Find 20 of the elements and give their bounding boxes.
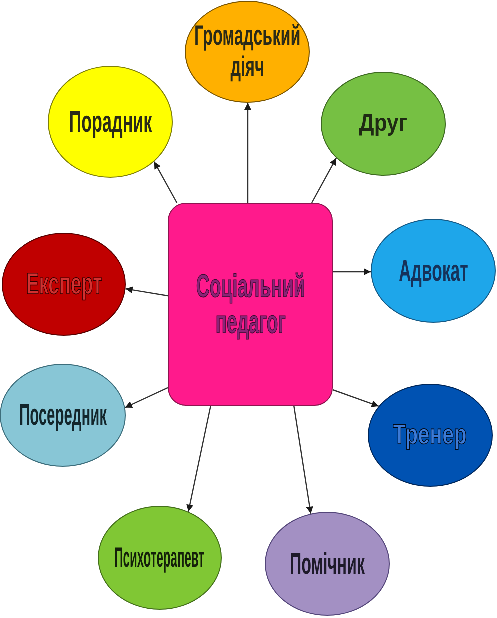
- node-label: Соціальний педагог: [196, 269, 305, 340]
- node-label: Тренер: [394, 420, 468, 451]
- central-box: [168, 203, 333, 406]
- node-label: Громадський діяч: [194, 21, 301, 83]
- node-label: Посередник: [19, 399, 107, 432]
- arrow: [294, 406, 314, 514]
- arrow: [244, 103, 252, 203]
- arrow: [333, 268, 371, 276]
- arrow: [311, 158, 338, 204]
- node-label: Психотерапевт: [115, 542, 205, 574]
- arrow: [125, 387, 168, 408]
- arrow: [154, 162, 178, 204]
- node-label: Адвокат: [398, 254, 468, 288]
- node-label: Порадник: [69, 106, 152, 138]
- arrow: [332, 389, 380, 408]
- arrow: [126, 286, 168, 297]
- node-label: Експерт: [26, 268, 102, 301]
- arrow: [186, 406, 212, 512]
- node-label: Друг: [359, 110, 408, 138]
- node-label: Помічник: [290, 548, 366, 580]
